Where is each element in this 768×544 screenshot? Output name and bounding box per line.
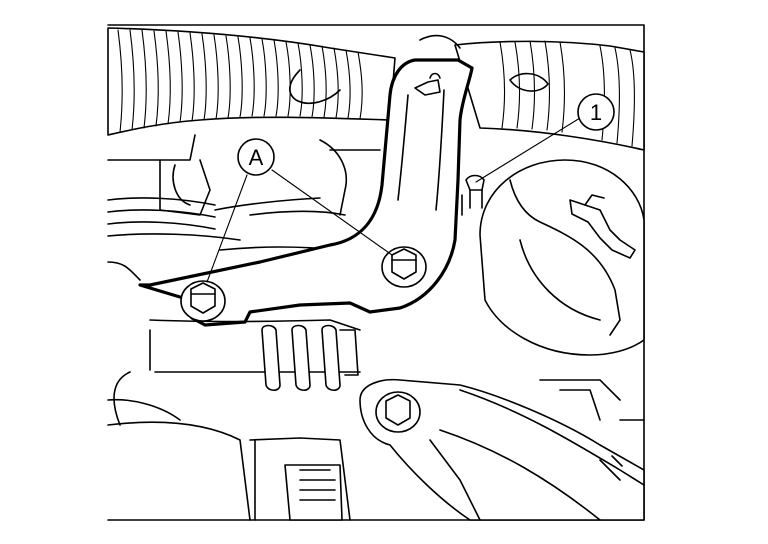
callout-1-label: 1 xyxy=(590,100,602,125)
bolt-left xyxy=(180,280,226,322)
bolt-right xyxy=(381,246,427,288)
leader-line-a-right xyxy=(271,169,393,256)
ignition-coil xyxy=(359,378,645,521)
stud-bolt xyxy=(461,174,485,216)
callout-A: A xyxy=(237,138,275,176)
callout-A-label: A xyxy=(249,145,264,170)
corrugated-hose xyxy=(107,27,396,136)
engine-body-lines xyxy=(107,119,401,281)
leader-line-1 xyxy=(475,117,581,183)
round-cover xyxy=(479,159,645,356)
callout-1: 1 xyxy=(577,93,615,131)
ribbed-connector xyxy=(149,319,361,392)
lower-left-housing xyxy=(107,371,351,521)
leader-line-a-left xyxy=(206,174,248,283)
leader-lines xyxy=(206,117,581,283)
